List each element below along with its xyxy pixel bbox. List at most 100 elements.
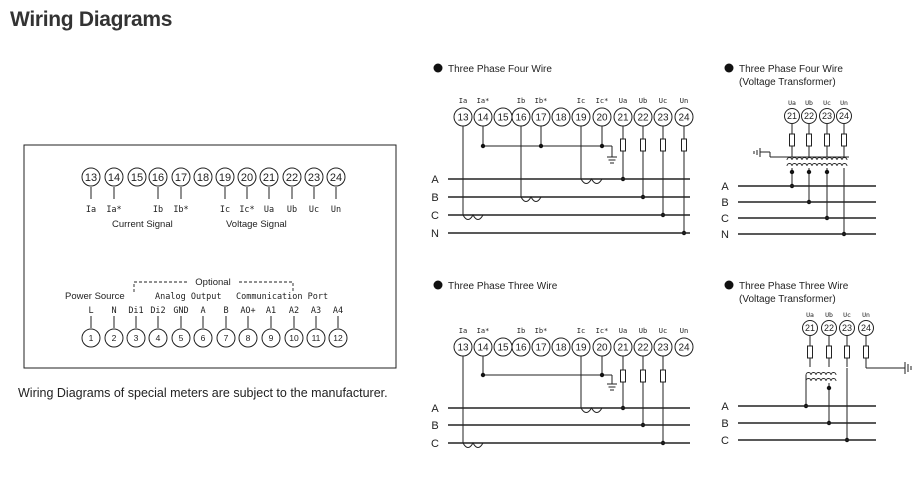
terminal-circle xyxy=(511,107,531,127)
d3-label: Ib* xyxy=(535,327,548,335)
junction-dot xyxy=(789,169,795,175)
terminal-circle xyxy=(127,167,147,187)
terminal-label-9: A1 xyxy=(266,306,276,316)
terminal-circle xyxy=(653,337,673,357)
d1-label: Ic* xyxy=(596,97,609,105)
terminal-circle xyxy=(571,337,591,357)
d1-terminal-15: 15 xyxy=(497,113,509,124)
terminal-18: 18 xyxy=(197,172,209,184)
terminal-label-17: Ib* xyxy=(173,205,188,215)
terminal-circle xyxy=(839,320,855,336)
terminal-label-8: AO+ xyxy=(240,306,255,316)
d4-label: Un xyxy=(862,311,870,319)
terminal-16: 16 xyxy=(152,172,164,184)
terminal-12: 12 xyxy=(333,333,343,343)
d3-label: Ia xyxy=(459,327,467,335)
d1-terminal-14: 14 xyxy=(477,113,489,124)
terminal-label-1: L xyxy=(88,306,93,316)
terminal-circle xyxy=(193,167,213,187)
d1-terminal-13: 13 xyxy=(457,113,469,124)
d1-terminal-16: 16 xyxy=(515,113,527,124)
d3-terminal-15: 15 xyxy=(497,343,509,354)
fuse-icon xyxy=(826,345,832,359)
terminal-3: 3 xyxy=(134,333,139,343)
terminal-23: 23 xyxy=(308,172,320,184)
d1-terminal-22: 22 xyxy=(637,113,649,124)
terminal-label-21: Ua xyxy=(264,205,274,215)
d2-terminal-21: 21 xyxy=(787,111,797,121)
transformer-coil-icon xyxy=(805,378,837,382)
terminal-label-19: Ic xyxy=(220,205,230,215)
d2-label: Ua xyxy=(788,99,796,107)
d1-label: Un xyxy=(680,97,688,105)
terminal-circle xyxy=(592,107,612,127)
junction-dot xyxy=(806,169,812,175)
d1-terminal-19: 19 xyxy=(575,113,587,124)
terminal-21: 21 xyxy=(263,172,275,184)
terminal-circle xyxy=(473,107,493,127)
terminal-circle xyxy=(802,320,818,336)
fuse-icon xyxy=(841,133,847,147)
d4-phase-B: B xyxy=(721,418,728,430)
current-signal-label: Current Signal xyxy=(112,219,173,230)
transformer-coil-icon xyxy=(805,372,837,376)
terminal-22: 22 xyxy=(286,172,298,184)
d1-label: Ic xyxy=(577,97,585,105)
terminal-1: 1 xyxy=(89,333,94,343)
terminal-circle xyxy=(326,167,346,187)
junction-dot xyxy=(824,169,830,175)
terminal-label-2: N xyxy=(111,306,116,316)
transformer-coil-icon xyxy=(786,163,848,167)
d1-label: Ub xyxy=(639,97,647,105)
fuse-icon xyxy=(863,345,869,359)
d3-phase-C: C xyxy=(431,438,439,450)
d4-terminal-23: 23 xyxy=(842,323,852,333)
terminal-label-24: Un xyxy=(331,205,341,215)
fuse-icon xyxy=(824,133,830,147)
terminal-circle xyxy=(238,328,258,348)
voltage-signal-label: Voltage Signal xyxy=(226,219,287,230)
d3-terminal-16: 16 xyxy=(515,343,527,354)
fuse-icon xyxy=(620,138,626,152)
ct-coil-icon xyxy=(580,407,603,413)
terminal-circle xyxy=(473,337,493,357)
optional-bracket xyxy=(133,281,294,292)
bullet-icon xyxy=(433,280,443,290)
d1-phase-A: A xyxy=(431,174,439,186)
d3-label: Ib xyxy=(517,327,525,335)
terminal-circle xyxy=(304,167,324,187)
junction-dot xyxy=(480,143,486,149)
bullet-icon xyxy=(724,280,734,290)
fuse-icon xyxy=(807,345,813,359)
terminal-10: 10 xyxy=(289,333,299,343)
d2-terminal-23: 23 xyxy=(822,111,832,121)
bullet-icon xyxy=(724,63,734,73)
d1-label: Ia xyxy=(459,97,467,105)
terminal-circle xyxy=(674,337,694,357)
d3-label: Ia* xyxy=(477,327,490,335)
terminal-circle xyxy=(81,328,101,348)
bullet-icon xyxy=(433,63,443,73)
d1-terminal-21: 21 xyxy=(617,113,629,124)
terminal-circle xyxy=(171,328,191,348)
fuse-icon xyxy=(640,138,646,152)
page-title: Wiring Diagrams xyxy=(10,8,173,31)
d3-label: Ub xyxy=(639,327,647,335)
terminal-circle xyxy=(259,167,279,187)
terminal-circle xyxy=(148,328,168,348)
terminal-20: 20 xyxy=(241,172,253,184)
d3-terminal-18: 18 xyxy=(555,343,567,354)
terminal-circle xyxy=(104,328,124,348)
d1-label: Ib* xyxy=(535,97,548,105)
terminal-15: 15 xyxy=(131,172,143,184)
terminal-label-13: Ia xyxy=(86,205,96,215)
terminal-circle xyxy=(674,107,694,127)
d1-phase-N: N xyxy=(431,228,439,240)
d2-label: Ub xyxy=(805,99,813,107)
fuse-icon xyxy=(660,369,666,383)
ct-coil-icon xyxy=(462,441,484,448)
